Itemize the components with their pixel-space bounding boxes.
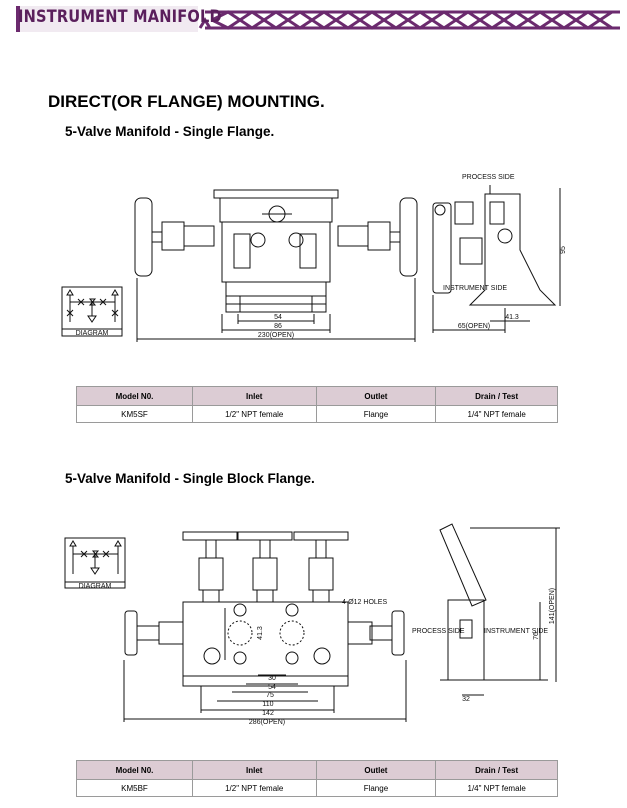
product-2-block	[182, 601, 349, 677]
dim-text: 41.3	[505, 314, 519, 321]
dim-text: 230(OPEN)	[258, 332, 294, 339]
product-1-top-rail	[213, 189, 339, 199]
product-1-handwheel-right	[399, 197, 418, 277]
product-2-title: 5-Valve Manifold - Single Block Flange.	[65, 471, 315, 486]
table-header-row: Model N0. Inlet Outlet Drain / Test	[76, 760, 558, 780]
dim-text: 65(OPEN)	[458, 323, 490, 330]
side-label: INSTRUMENT SIDE	[443, 285, 507, 292]
product-2-handle-1	[182, 531, 238, 541]
product-1-side-handwheel	[432, 202, 452, 294]
dim-text: 141(OPEN)	[549, 588, 556, 624]
table-cell: Flange	[315, 779, 437, 797]
dim-text: 41.3	[257, 626, 264, 640]
table-header: Drain / Test	[435, 386, 558, 406]
header-title: INSTRUMENT MANIFOLD	[18, 7, 222, 27]
product-1-dimension-labels: 54 86 230(OPEN) 95 41.3 65(OPEN) PROCESS…	[76, 174, 567, 339]
product-2-handwheel-left	[124, 610, 138, 656]
product-2-spec-table: Model N0. Inlet Outlet Drain / Test KM5B…	[76, 760, 558, 797]
product-1-body	[221, 221, 331, 283]
product-1-title: 5-Valve Manifold - Single Flange.	[65, 124, 275, 139]
table-cell: 1/4" NPT female	[435, 405, 558, 423]
table-header-row: Model N0. Inlet Outlet Drain / Test	[76, 386, 558, 406]
product-2-diagram-box	[64, 537, 126, 589]
table-header: Drain / Test	[435, 760, 558, 780]
table-row: KM5SF 1/2" NPT female Flange 1/4" NPT fe…	[76, 405, 558, 423]
table-header: Inlet	[191, 386, 317, 406]
table-header: Outlet	[315, 760, 437, 780]
diagram-label: DIAGRAM	[76, 330, 109, 337]
dim-text: 30	[268, 675, 276, 682]
side-label: PROCESS SIDE	[412, 628, 465, 635]
header-chain-decoration	[16, 6, 620, 32]
dim-text: 75	[266, 692, 274, 699]
table-header: Outlet	[315, 386, 437, 406]
table-cell: 1/2" NPT female	[191, 779, 317, 797]
dim-text: 95	[560, 246, 567, 254]
dim-text: 286(OPEN)	[249, 719, 285, 726]
dim-text: 32	[462, 696, 470, 703]
table-header: Model N0.	[76, 760, 193, 780]
table-cell: KM5SF	[76, 405, 193, 423]
table-cell: 1/2" NPT female	[191, 405, 317, 423]
dim-text: 86	[274, 323, 282, 330]
product-2-handwheel-right	[391, 610, 405, 656]
product-1-diagram-symbol	[66, 289, 119, 323]
product-1-diagram-box	[61, 286, 123, 337]
product-2-handle-3	[293, 531, 349, 541]
product-1-drawing: 54 86 230(OPEN) 95 41.3 65(OPEN) PROCESS…	[61, 174, 567, 342]
header-title-bg	[16, 6, 198, 32]
product-2-handle-2	[237, 531, 293, 541]
product-1-handwheel-left	[134, 197, 153, 277]
dim-text: 54	[274, 314, 282, 321]
diagram-label: DIAGRAM	[79, 583, 112, 590]
product-2-dimension-labels: 4-Ø12 HOLES 41.3 30 54 75 110 142 286(OP…	[79, 583, 556, 726]
side-label: PROCESS SIDE	[462, 174, 515, 181]
product-2-drawing: 4-Ø12 HOLES 41.3 30 54 75 110 142 286(OP…	[64, 523, 560, 726]
table-cell: KM5BF	[76, 779, 193, 797]
header-banner: INSTRUMENT MANIFOLD	[0, 0, 627, 40]
section-title: DIRECT(OR FLANGE) MOUNTING.	[48, 92, 325, 111]
holes-label: 4-Ø12 HOLES	[342, 599, 387, 606]
product-2-side-stem	[439, 523, 487, 607]
table-row: KM5BF 1/2" NPT female Flange 1/4" NPT fe…	[76, 779, 558, 797]
product-1-spec-table: Model N0. Inlet Outlet Drain / Test KM5S…	[76, 386, 558, 423]
dim-text: 110	[262, 701, 273, 708]
product-2-side-block	[447, 599, 485, 681]
dim-text: 54	[268, 684, 276, 691]
table-header: Model N0.	[76, 386, 193, 406]
side-label: INSTRUMENT SIDE	[484, 628, 548, 635]
dim-text: 142	[262, 710, 274, 717]
table-header: Inlet	[191, 760, 317, 780]
table-cell: 1/4" NPT female	[435, 779, 558, 797]
product-1-side-body	[468, 193, 557, 306]
table-cell: Flange	[315, 405, 437, 423]
dim-text: 76	[533, 632, 540, 640]
product-1-flange	[225, 281, 327, 297]
product-2-diagram-symbol	[69, 540, 122, 575]
